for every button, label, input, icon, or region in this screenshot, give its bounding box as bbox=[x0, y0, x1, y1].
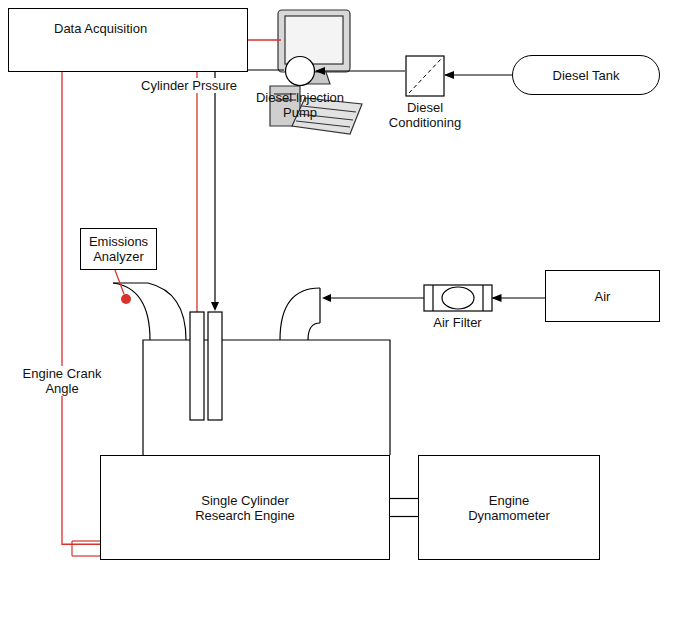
leader-line bbox=[115, 270, 124, 294]
connector bbox=[445, 75, 512, 76]
fuel-injector bbox=[208, 312, 222, 420]
process-box: Data Acquisition bbox=[8, 8, 248, 72]
node-label: Single Cylinder Research Engine bbox=[185, 493, 305, 523]
engine-box: Single Cylinder Research Engine bbox=[100, 455, 390, 560]
connector bbox=[390, 499, 418, 517]
node-label: Air Filter bbox=[433, 315, 481, 330]
dynamometer-box: Engine Dynamometer bbox=[418, 455, 600, 560]
air-flow bbox=[330, 297, 425, 298]
node-outline bbox=[423, 284, 493, 312]
node-label: Diesel Injection Pump bbox=[252, 90, 348, 120]
signal-wire bbox=[248, 39, 281, 40]
node-label: Air bbox=[595, 289, 611, 304]
connector bbox=[316, 71, 405, 72]
signal-label: Cylinder Prssure bbox=[138, 78, 240, 93]
pressure-sensor bbox=[190, 312, 204, 420]
node-outline bbox=[284, 55, 316, 87]
signal-label: Engine Crank Angle bbox=[16, 366, 108, 396]
crank-shaft bbox=[72, 541, 100, 556]
engine-block bbox=[143, 340, 390, 455]
arrow-head bbox=[211, 302, 219, 311]
arrow-head bbox=[322, 294, 331, 302]
connector bbox=[62, 72, 100, 544]
node-label: Diesel Tank bbox=[553, 68, 620, 83]
conditioner-symbol: Diesel Conditioning bbox=[380, 55, 470, 130]
pump-symbol: Diesel Injection Pump bbox=[250, 55, 350, 120]
node-label: Data Acquisition bbox=[54, 21, 147, 36]
connector bbox=[493, 298, 546, 299]
filter-symbol: Air Filter bbox=[415, 284, 500, 330]
node-label: Engine Dynamometer bbox=[464, 493, 554, 523]
node-outline bbox=[405, 55, 445, 97]
node-label: Emissions Analyzer bbox=[81, 234, 156, 264]
source-box: Air bbox=[545, 270, 660, 322]
exhaust-pipe bbox=[113, 283, 186, 340]
signal-wire bbox=[196, 72, 197, 312]
node-label: Diesel Conditioning bbox=[380, 100, 470, 130]
intake-pipe bbox=[280, 288, 320, 340]
sensor-dot bbox=[121, 294, 131, 304]
analyzer-box: Emissions Analyzer bbox=[80, 228, 157, 270]
tank-box: Diesel Tank bbox=[512, 55, 660, 95]
